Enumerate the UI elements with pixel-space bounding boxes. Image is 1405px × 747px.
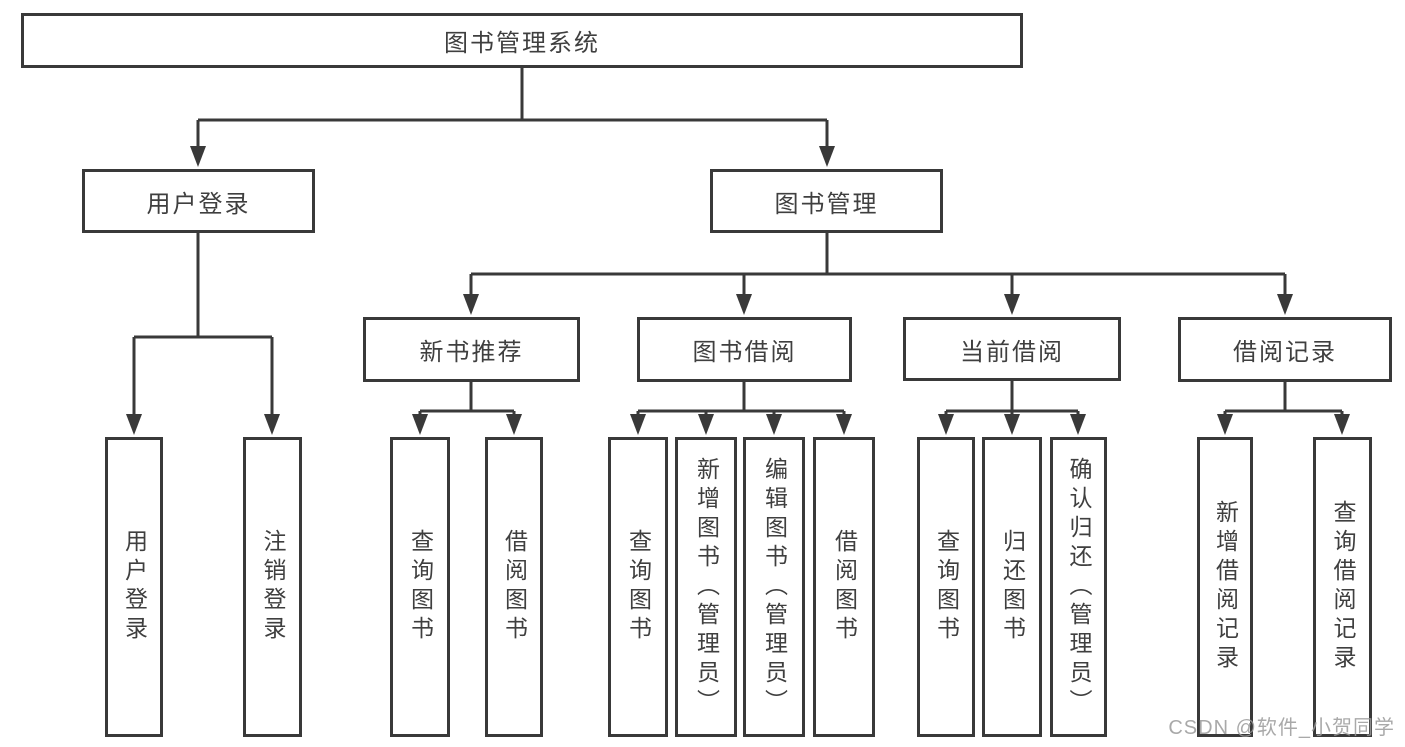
node-user-login: 用户登录	[82, 169, 315, 233]
node-book-borrowing: 图书借阅	[637, 317, 852, 382]
leaf-borrow-books-recommend-label: 借阅图书	[501, 529, 528, 645]
leaf-confirm-return-admin-label: 确认归还（管理员）	[1066, 456, 1092, 718]
leaf-logout-label: 注销登录	[260, 529, 286, 645]
leaf-borrow-books-recommend: 借阅图书	[485, 437, 543, 737]
leaf-add-books-admin-label: 新增图书（管理员）	[693, 456, 720, 718]
csdn-watermark: CSDN @软件_小贺同学	[1168, 717, 1395, 739]
leaf-query-books-borrowing: 查询图书	[608, 437, 668, 737]
leaf-query-books-recommend: 查询图书	[390, 437, 450, 737]
leaf-borrow-books-borrowing: 借阅图书	[813, 437, 875, 737]
leaf-query-books-current-label: 查询图书	[933, 529, 960, 645]
leaf-add-borrow-record: 新增借阅记录	[1197, 437, 1253, 737]
leaf-logout: 注销登录	[243, 437, 302, 737]
leaf-query-books-borrowing-label: 查询图书	[625, 529, 652, 645]
leaf-add-books-admin: 新增图书（管理员）	[675, 437, 737, 737]
node-root: 图书管理系统	[21, 13, 1023, 68]
node-borrowing-records: 借阅记录	[1178, 317, 1392, 382]
leaf-borrow-books-borrowing-label: 借阅图书	[831, 529, 858, 645]
node-new-book-recommend: 新书推荐	[363, 317, 580, 382]
leaf-add-borrow-record-label: 新增借阅记录	[1212, 500, 1239, 674]
leaf-query-borrow-record-label: 查询借阅记录	[1330, 500, 1356, 674]
leaf-return-books-label: 归还图书	[999, 529, 1026, 645]
leaf-edit-books-admin-label: 编辑图书（管理员）	[761, 456, 788, 718]
leaf-query-books-current: 查询图书	[917, 437, 975, 737]
node-current-borrowing: 当前借阅	[903, 317, 1121, 381]
leaf-user-login-label: 用户登录	[121, 529, 148, 645]
leaf-confirm-return-admin: 确认归还（管理员）	[1050, 437, 1107, 737]
leaf-query-books-recommend-label: 查询图书	[407, 529, 434, 645]
leaf-return-books: 归还图书	[982, 437, 1042, 737]
node-book-management: 图书管理	[710, 169, 943, 233]
leaf-user-login: 用户登录	[105, 437, 163, 737]
leaf-query-borrow-record: 查询借阅记录	[1313, 437, 1372, 737]
leaf-edit-books-admin: 编辑图书（管理员）	[743, 437, 805, 737]
